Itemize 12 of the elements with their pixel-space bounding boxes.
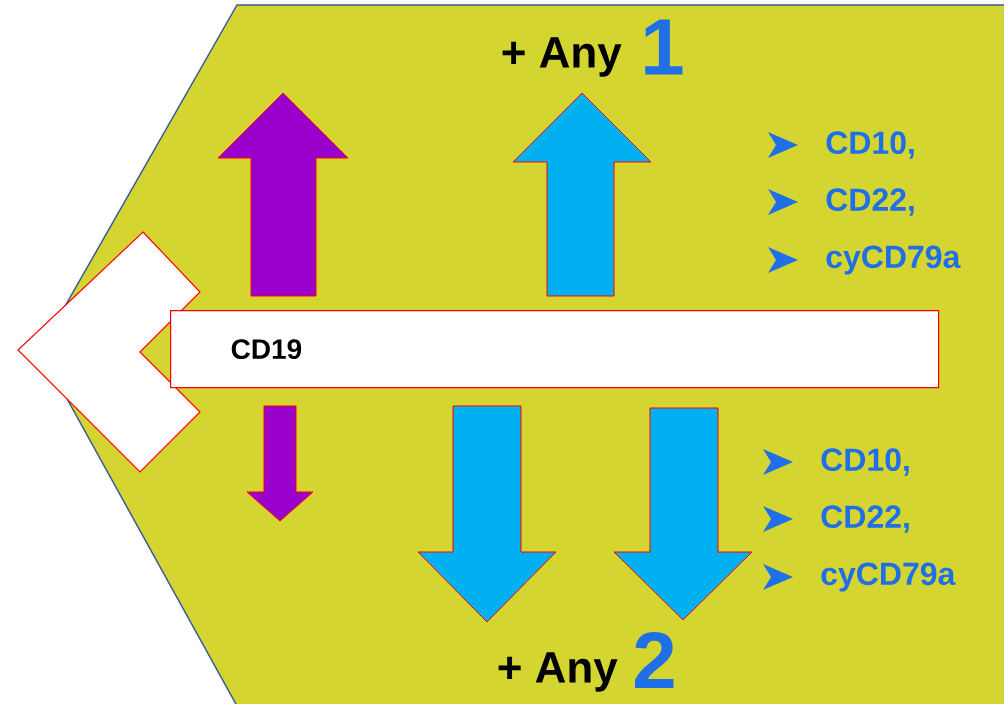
marker-item: cyCD79a <box>821 562 956 592</box>
heading: + Any <box>502 37 622 77</box>
marker-item: CD22, <box>821 505 909 533</box>
marker-item: CD22, <box>826 188 914 216</box>
marker-item: cyCD79a <box>826 245 961 275</box>
chevron-shape <box>17 231 201 473</box>
marker-bar: CD19 <box>170 310 940 389</box>
marker-item: CD10, <box>826 131 914 159</box>
big-number: 2 <box>635 632 674 688</box>
big-number: 1 <box>645 19 683 75</box>
marker-item: CD10, <box>821 448 909 476</box>
heading: + Any <box>498 652 618 692</box>
